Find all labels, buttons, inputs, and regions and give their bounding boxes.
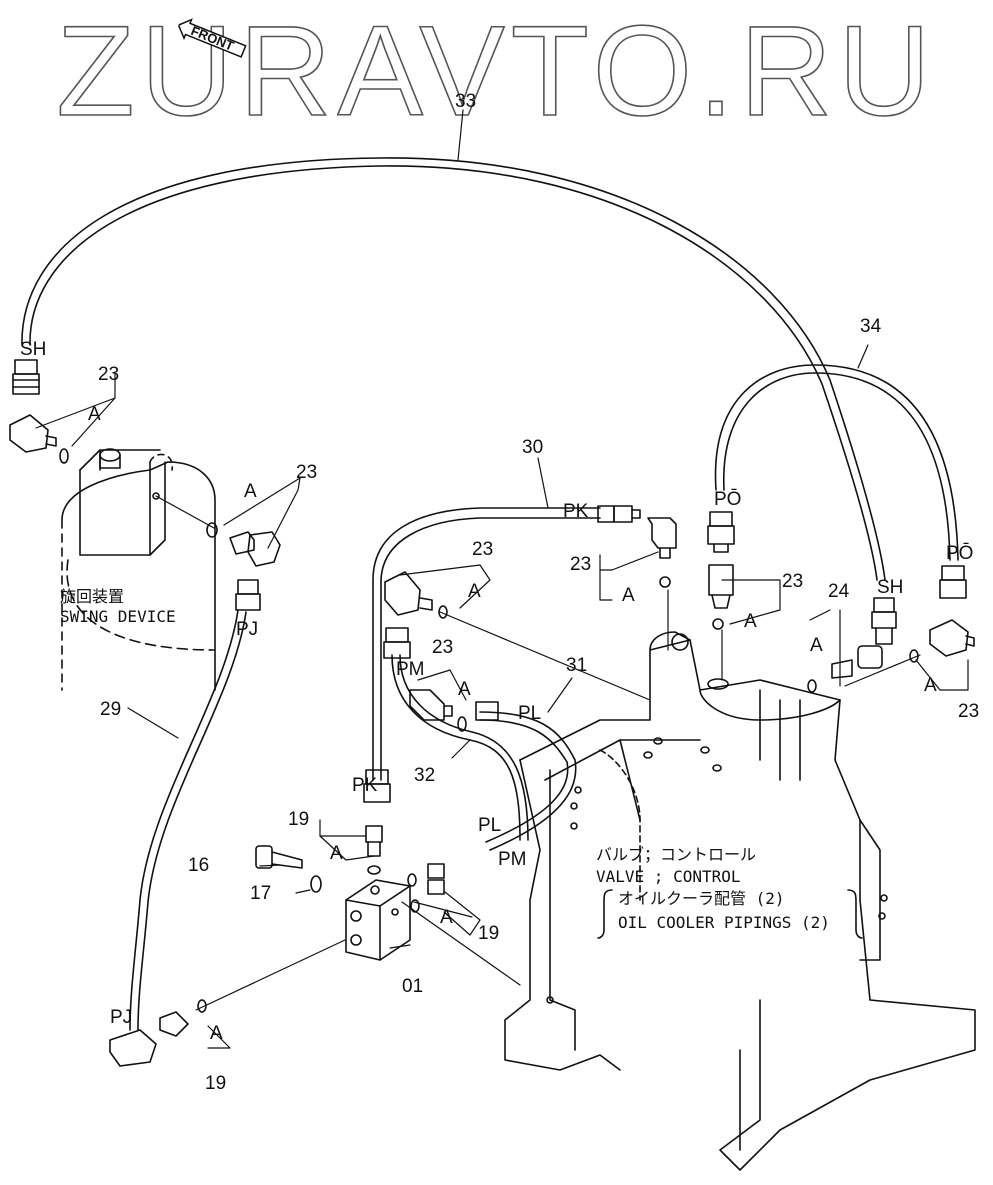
hose-34 [716, 345, 958, 560]
sh-fitting-left [13, 360, 39, 394]
part-01: 01 [402, 976, 424, 997]
part-19-right: 19 [478, 923, 500, 944]
po-fitting-left [708, 512, 734, 608]
pj-elbow-bottom [110, 1030, 156, 1066]
ref-a-3: A [468, 581, 481, 602]
part-19-top: 19 [288, 809, 310, 830]
valve-jp: バルブ；コントロール [596, 845, 757, 864]
block-01 [346, 880, 410, 960]
pk-fitting-top [598, 506, 676, 558]
part-23-swing-mid: 23 [296, 462, 318, 483]
port-pl-bottom: PL [478, 815, 502, 836]
part-31: 31 [566, 655, 588, 676]
port-pl-top: PL [518, 703, 542, 724]
part-30: 30 [522, 437, 544, 458]
part-24: 24 [828, 581, 850, 602]
port-pk-bottom: PK [352, 775, 378, 796]
part-32: 32 [414, 765, 436, 786]
part-34: 34 [860, 316, 882, 337]
port-po-right: PŌ [946, 543, 974, 564]
o-ring-mid [713, 619, 723, 629]
ref-a-7: A [810, 635, 823, 656]
valve-en: VALVE ; CONTROL [596, 867, 741, 886]
part-33: 33 [455, 91, 477, 112]
ref-a-4: A [622, 585, 635, 606]
swing-device-jp: 旋回装置 [60, 587, 125, 606]
part-23-swing-top: 23 [98, 364, 120, 385]
o-ring-pm [458, 717, 466, 731]
port-pm-top: PM [396, 659, 425, 680]
pj-fitting-top [236, 580, 260, 610]
cooler-jp: オイルクーラ配管 (2) [618, 889, 785, 908]
port-po-left: PŌ [714, 489, 742, 510]
ref-a-6: A [458, 679, 471, 700]
port-pj-top: PJ [236, 619, 259, 640]
part-16: 16 [188, 855, 210, 876]
part-23-pm: 23 [432, 637, 454, 658]
swing-device [62, 449, 215, 690]
part-23-po: 23 [782, 571, 804, 592]
front-arrow: FRONT [174, 14, 250, 63]
ref-a-9: A [330, 843, 343, 864]
bolt-16 [256, 846, 302, 868]
hose-32 [392, 655, 528, 840]
ref-a-1: A [88, 404, 101, 425]
sh-fitting-right [872, 598, 896, 644]
fitting-19-bottom [160, 1000, 206, 1036]
ref-a-5: A [744, 611, 757, 632]
leader-lines [36, 372, 968, 1048]
o-ring-upper [660, 577, 670, 587]
ref-a-8: A [924, 675, 937, 696]
pk-fitting-bottom [364, 770, 390, 802]
fitting-19-right [408, 864, 444, 912]
fitting-24 [808, 646, 882, 692]
swing-device-en: SWING DEVICE [60, 607, 176, 626]
washer-17 [311, 876, 321, 892]
port-pk-top: PK [563, 501, 589, 522]
control-valve [505, 632, 975, 1170]
right-brace [848, 890, 862, 938]
ref-a-2: A [244, 481, 257, 502]
pm-fitting-top [384, 628, 410, 658]
fitting-23-upper [385, 572, 447, 618]
fitting-23-swing-mid [207, 523, 280, 566]
fitting-23-swing-top [10, 415, 68, 463]
part-19-bottom: 19 [205, 1073, 227, 1094]
ref-a-10: A [440, 907, 453, 928]
fitting-19-top [366, 826, 382, 874]
part-23-right: 23 [958, 701, 980, 722]
hose-29 [128, 610, 246, 1030]
part-23-upper: 23 [472, 539, 494, 560]
hose-30 [373, 458, 600, 780]
fitting-23-pm [410, 690, 498, 720]
part-23-pk: 23 [570, 554, 592, 575]
ref-a-11: A [210, 1023, 223, 1044]
part-17: 17 [250, 883, 272, 904]
hose-33 [22, 110, 885, 580]
po-fitting-right [940, 566, 966, 598]
port-pm-bottom: PM [498, 849, 527, 870]
port-sh-right: SH [877, 577, 904, 598]
port-pj-bottom: PJ [110, 1007, 133, 1028]
part-29: 29 [100, 699, 122, 720]
left-brace [598, 890, 612, 938]
cooler-en: OIL COOLER PIPINGS (2) [618, 913, 830, 932]
port-sh-left: SH [20, 339, 47, 360]
